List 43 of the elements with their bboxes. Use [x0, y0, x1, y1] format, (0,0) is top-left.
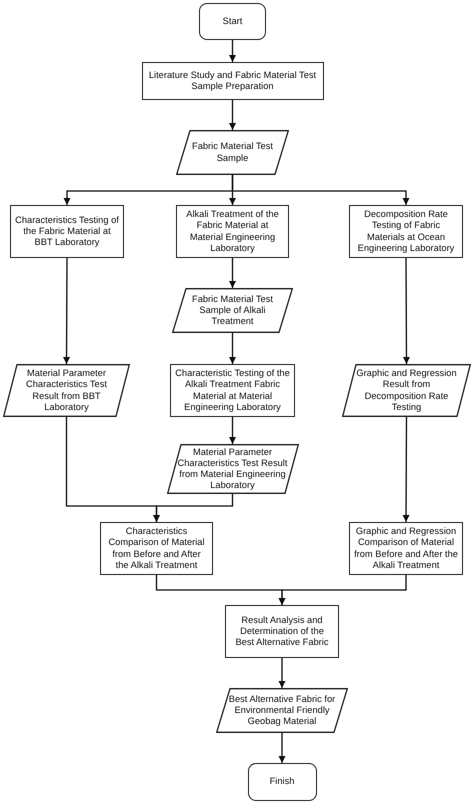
node-text: Finish	[270, 776, 294, 788]
node-text: Material Parameter Characteristics Test Result from BBT Laboratory	[25, 368, 108, 413]
arrow	[229, 100, 236, 130]
process-box	[225, 605, 339, 658]
node-text: Characteristics Testing of the Fabric Material at BBT Laboratory	[15, 214, 119, 248]
node-text: Literature Study and Fabric Material Test Sample Preparation	[148, 70, 318, 92]
arrow	[63, 258, 70, 364]
arrow	[153, 494, 234, 522]
node-text: Fabric Material Test Sample	[191, 141, 274, 164]
node-text: Best Alternative Fabric for Environmental Friendly Geobag Material	[228, 694, 336, 728]
arrow	[402, 417, 410, 522]
data-parallelogram	[216, 688, 348, 733]
node-text: Decomposition Rate Testing of Fabric Materials at Ocean Engineering Laboratory	[356, 209, 456, 254]
arrow	[278, 575, 407, 605]
arrow	[229, 40, 236, 62]
process-box	[100, 522, 213, 575]
node-text: Graphic and Regression Result from Decomposition Rate Testing	[355, 368, 458, 413]
arrow	[229, 258, 236, 288]
node-text: Start	[222, 16, 242, 28]
data-parallelogram	[176, 130, 289, 175]
node-text: Graphic and Regression Comparison of Material from Before and After the Alkali Treatment	[354, 526, 458, 571]
process-box	[10, 205, 124, 258]
node-text: Alkali Treatment of the Fabric Material at Material Engineering Laboratory	[185, 209, 280, 254]
arrow	[278, 733, 286, 763]
terminal-box	[199, 3, 266, 40]
process-box	[176, 205, 289, 258]
node-text: Result Analysis and Determination of the Best Alternative Fabric	[234, 614, 330, 648]
arrow	[278, 658, 286, 688]
node-text: Material Parameter Characteristics Test Result from Material Engineering Laboratory	[176, 446, 288, 492]
node-text: Characteristics Comparison of Material from Before and After the Alkali Treatment	[107, 526, 206, 571]
arrow	[402, 258, 410, 364]
node-text: Characteristic Testing of the Alkali Treatment Fabric Material at Material Engineering Laboratory	[175, 368, 290, 413]
data-parallelogram	[342, 364, 471, 417]
data-parallelogram	[172, 288, 293, 333]
data-parallelogram	[166, 444, 298, 494]
process-box	[349, 205, 463, 258]
arrow	[229, 333, 236, 364]
arrow	[232, 175, 410, 205]
process-box	[142, 62, 324, 100]
data-parallelogram	[3, 364, 130, 417]
arrow	[229, 417, 236, 444]
node-text: Fabric Material Test Sample of Alkali Treatment	[191, 294, 274, 328]
terminal-box	[248, 763, 316, 801]
